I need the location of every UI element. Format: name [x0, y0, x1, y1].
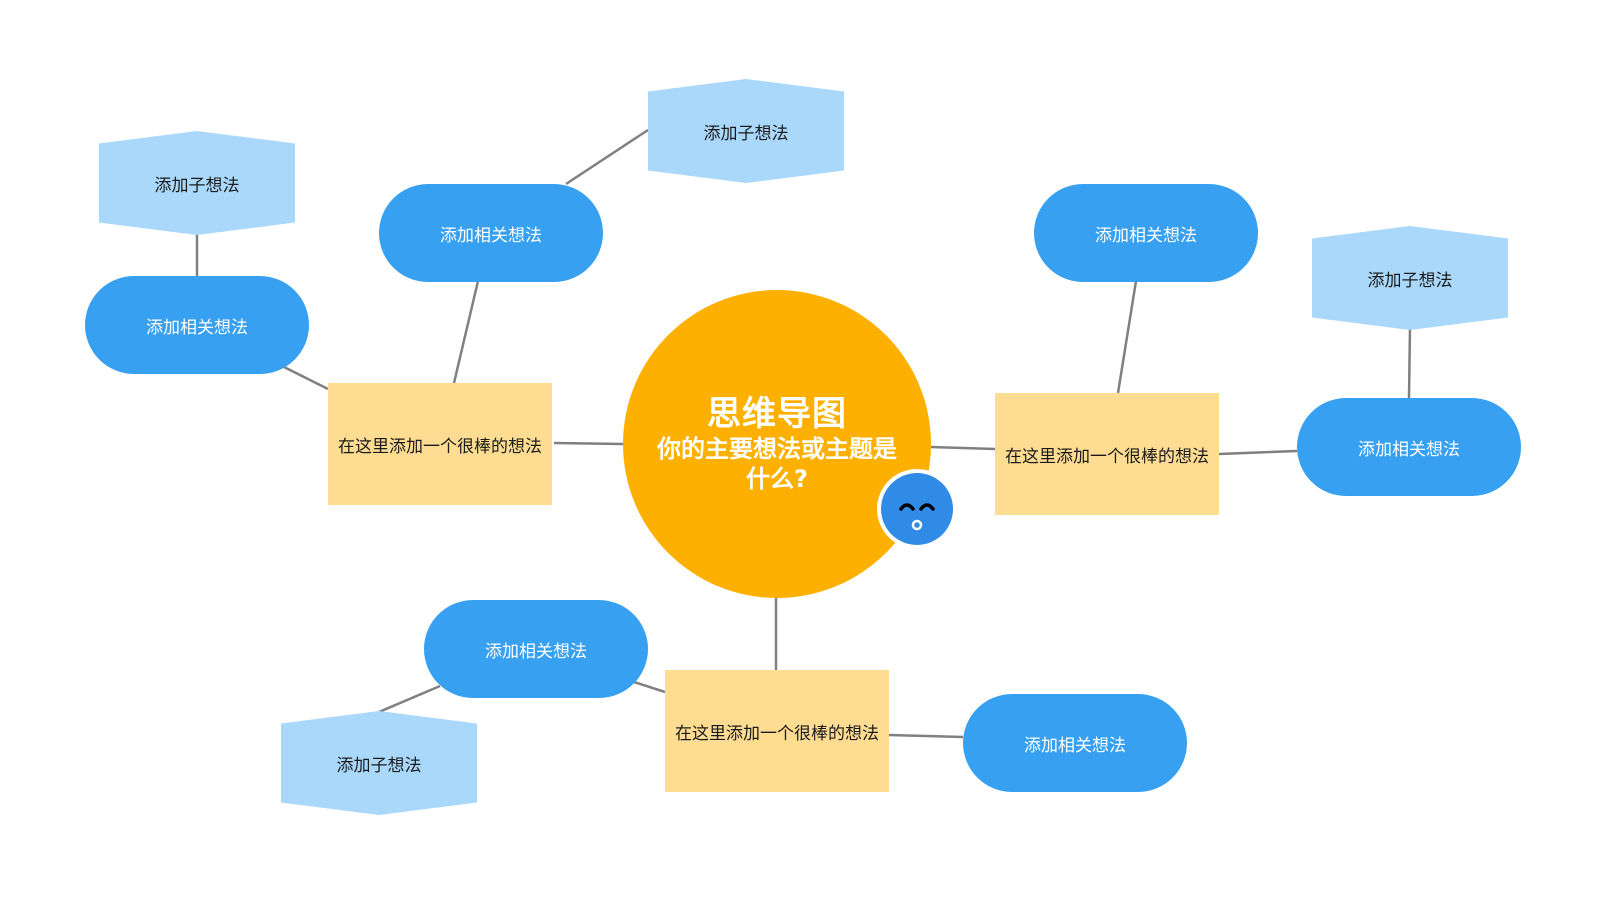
central-topic-subtitle: 你的主要想法或主题是什么?: [657, 435, 897, 493]
main-idea-bottom[interactable]: 在这里添加一个很棒的想法: [665, 670, 889, 792]
sub-idea-left[interactable]: 添加子想法: [99, 131, 295, 235]
main-idea-left[interactable]: 在这里添加一个很棒的想法: [328, 383, 552, 505]
central-topic-title: 思维导图: [707, 394, 847, 434]
related-idea-top-right[interactable]: 添加相关想法: [1034, 184, 1258, 282]
connector-left-main-center: [553, 441, 624, 446]
sub-idea-top[interactable]: 添加子想法: [648, 79, 844, 183]
related-idea-bottom-right[interactable]: 添加相关想法: [963, 694, 1187, 792]
sleepy-face-icon: [877, 469, 957, 549]
related-idea-right[interactable]: 添加相关想法: [1297, 398, 1521, 496]
connector-related-right-sub-right: [1407, 326, 1412, 399]
connector-left-main-related-left: [281, 364, 329, 391]
related-idea-top-left[interactable]: 添加相关想法: [379, 184, 603, 282]
connector-related-bottom-left-sub-bottom: [378, 684, 441, 714]
connector-right-main-related-upper: [1116, 280, 1138, 394]
connector-bottom-main-related-bottom-left: [633, 680, 666, 694]
sub-idea-right[interactable]: 添加子想法: [1312, 226, 1508, 330]
related-idea-left[interactable]: 添加相关想法: [85, 276, 309, 374]
connector-left-main-related-top: [452, 280, 480, 384]
main-idea-right[interactable]: 在这里添加一个很棒的想法: [995, 393, 1219, 515]
connector-center-right-main: [930, 445, 996, 451]
connector-right-main-related-right: [1218, 449, 1298, 456]
related-idea-bottom-left[interactable]: 添加相关想法: [424, 600, 648, 698]
connector-related-top-sub-top: [565, 128, 649, 186]
sub-idea-bottom[interactable]: 添加子想法: [281, 711, 477, 815]
connector-bottom-main-related-bottom-right: [888, 733, 964, 739]
central-topic[interactable]: 思维导图 你的主要想法或主题是什么?: [623, 290, 931, 598]
